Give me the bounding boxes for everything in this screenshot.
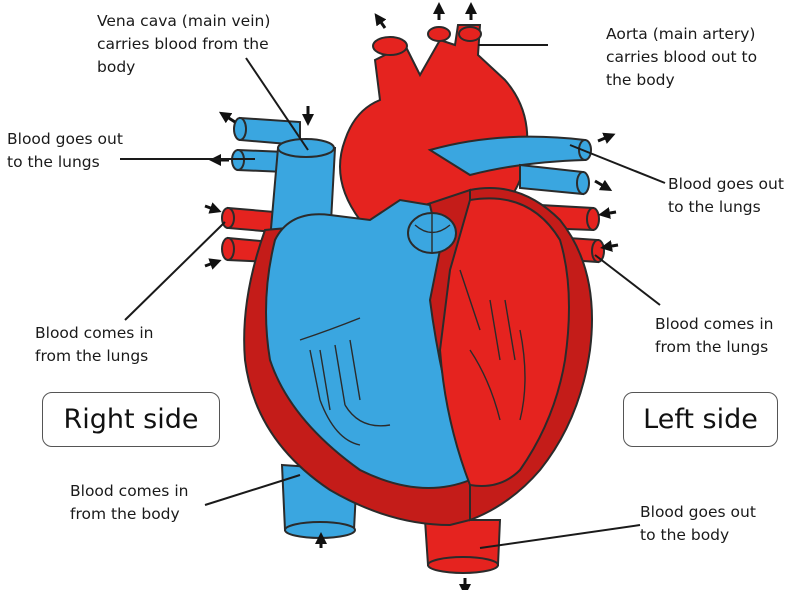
vena-cava-label-line2: carries blood from the xyxy=(97,33,270,56)
left-side-label: Left side xyxy=(643,404,758,435)
aorta-label-line2: carries blood out to xyxy=(606,46,757,69)
aorta-label-line1: Aorta (main artery) xyxy=(606,23,757,46)
vena-cava-label: Vena cava (main vein) carries blood from… xyxy=(97,10,270,79)
right-side-box: Right side xyxy=(42,392,220,447)
lungs-in-label-right-line1: Blood comes in xyxy=(655,313,773,336)
lungs-out-label-left: Blood goes out to the lungs xyxy=(7,128,123,174)
lungs-in-label-left-line1: Blood comes in xyxy=(35,322,153,345)
body-out-label-line2: to the body xyxy=(640,524,756,547)
lungs-out-label-left-line2: to the lungs xyxy=(7,151,123,174)
lungs-in-label-left: Blood comes in from the lungs xyxy=(35,322,153,368)
body-in-label-line2: from the body xyxy=(70,503,188,526)
lungs-out-label-left-line1: Blood goes out xyxy=(7,128,123,151)
lungs-in-label-right-line2: from the lungs xyxy=(655,336,773,359)
body-out-label-line1: Blood goes out xyxy=(640,501,756,524)
lungs-in-label-left-line2: from the lungs xyxy=(35,345,153,368)
body-out-label: Blood goes out to the body xyxy=(640,501,756,547)
lungs-out-label-right-line2: to the lungs xyxy=(668,196,784,219)
body-in-label: Blood comes in from the body xyxy=(70,480,188,526)
left-side-box: Left side xyxy=(623,392,778,447)
lungs-out-label-right-line1: Blood goes out xyxy=(668,173,784,196)
right-side-label: Right side xyxy=(64,404,199,435)
vena-cava-label-line3: body xyxy=(97,56,270,79)
vena-cava-label-line1: Vena cava (main vein) xyxy=(97,10,270,33)
lungs-out-label-right: Blood goes out to the lungs xyxy=(668,173,784,219)
lungs-in-label-right: Blood comes in from the lungs xyxy=(655,313,773,359)
aorta-label: Aorta (main artery) carries blood out to… xyxy=(606,23,757,92)
body-in-label-line1: Blood comes in xyxy=(70,480,188,503)
aorta-label-line3: the body xyxy=(606,69,757,92)
